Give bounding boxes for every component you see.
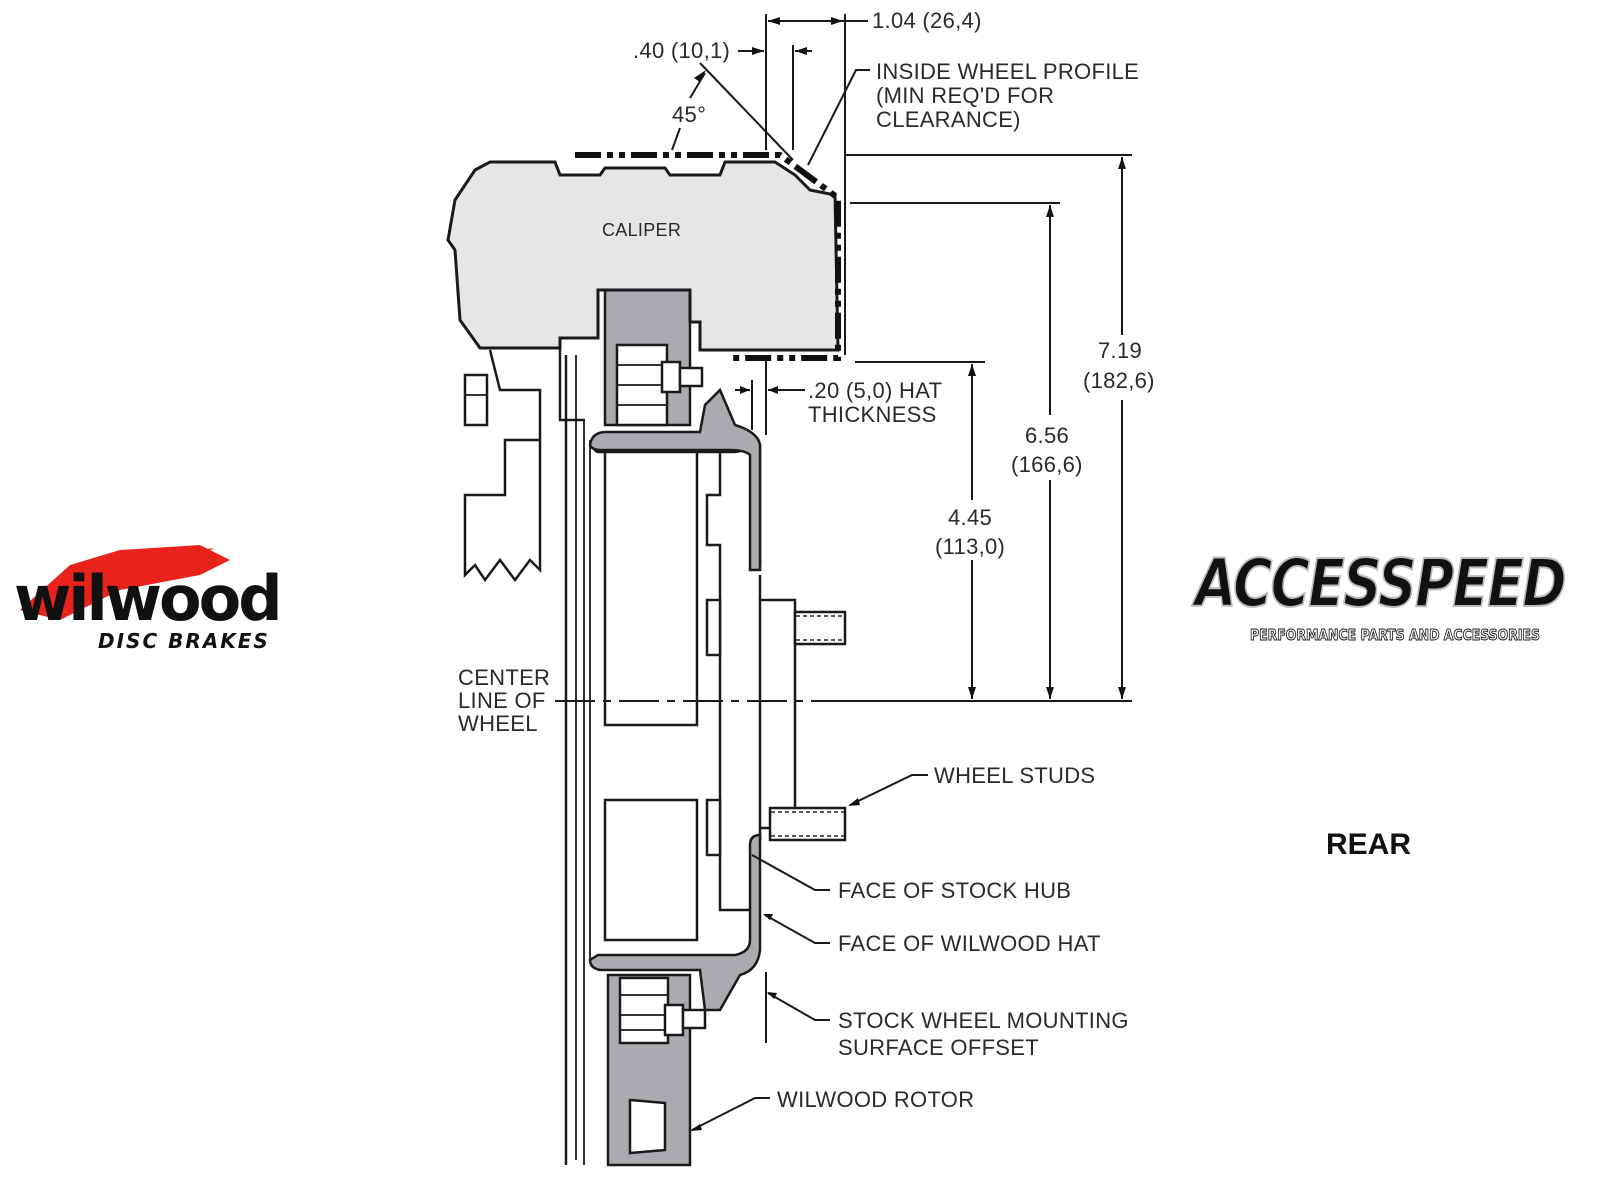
dimension-angle: 45° — [671, 62, 794, 161]
wheel-stud-upper — [793, 610, 847, 646]
svg-text:.40 (10,1): .40 (10,1) — [633, 38, 730, 63]
caliper-label: CALIPER — [602, 220, 681, 240]
dimension-height-2: 6.56 (166,6) — [850, 202, 1083, 699]
center-line-label: CENTER LINE OF WHEEL — [458, 665, 550, 736]
rotor-upper-section — [603, 288, 704, 427]
svg-text:1.04 (26,4): 1.04 (26,4) — [872, 8, 982, 33]
svg-text:STOCK WHEEL MOUNTING: STOCK WHEEL MOUNTING — [838, 1008, 1129, 1033]
svg-text:WHEEL: WHEEL — [458, 711, 538, 736]
svg-text:LINE OF: LINE OF — [458, 688, 546, 713]
accesspeed-tagline: PERFORMANCE PARTS AND ACCESSORIES — [1250, 626, 1540, 644]
dimension-height-3: 4.45 (113,0) — [855, 361, 1005, 699]
svg-text:WHEEL STUDS: WHEEL STUDS — [934, 763, 1095, 788]
svg-text:CLEARANCE): CLEARANCE) — [876, 107, 1021, 132]
svg-text:(182,6): (182,6) — [1083, 368, 1155, 393]
svg-text:45°: 45° — [672, 102, 706, 127]
wilwood-rotor — [606, 973, 707, 1167]
svg-text:THICKNESS: THICKNESS — [808, 402, 937, 427]
dimension-height-1: 7.19 (182,6) — [845, 154, 1155, 702]
svg-text:CENTER: CENTER — [458, 665, 550, 690]
wilwood-tagline: DISC BRAKES — [98, 629, 270, 653]
view-label: REAR — [1326, 828, 1411, 861]
svg-text:SURFACE OFFSET: SURFACE OFFSET — [838, 1035, 1039, 1060]
dimension-width-1: 1.04 (26,4) — [765, 8, 982, 355]
svg-text:FACE OF STOCK HUB: FACE OF STOCK HUB — [838, 878, 1071, 903]
wilwood-wordmark: wilwood — [14, 562, 280, 635]
svg-text:WILWOOD ROTOR: WILWOOD ROTOR — [777, 1087, 974, 1112]
svg-text:INSIDE WHEEL PROFILE: INSIDE WHEEL PROFILE — [876, 59, 1139, 84]
svg-text:7.19: 7.19 — [1098, 338, 1142, 363]
stock-wheel-offset-callout: STOCK WHEEL MOUNTING SURFACE OFFSET — [765, 972, 1129, 1060]
svg-text:6.56: 6.56 — [1025, 423, 1069, 448]
wilwood-logo: wilwood DISC BRAKES — [14, 545, 283, 653]
accesspeed-wordmark: ACCESSPEED — [1191, 545, 1565, 622]
inside-wheel-profile-callout: INSIDE WHEEL PROFILE (MIN REQ'D FOR CLEA… — [807, 59, 1139, 166]
svg-text:FACE OF WILWOOD HAT: FACE OF WILWOOD HAT — [838, 931, 1101, 956]
svg-text:(166,6): (166,6) — [1011, 452, 1083, 477]
wilwood-hat — [588, 387, 762, 1012]
face-wilwood-hat-callout: FACE OF WILWOOD HAT — [763, 914, 1101, 956]
accesspeed-logo: ACCESSPEED PERFORMANCE PARTS AND ACCESSO… — [1190, 544, 1568, 645]
hat-thickness-dimension: .20 (5,0) HAT THICKNESS — [735, 360, 942, 435]
inside-wheel-profile — [575, 152, 841, 361]
svg-text:.20 (5,0) HAT: .20 (5,0) HAT — [808, 378, 942, 403]
stock-hub-flange — [758, 575, 797, 840]
svg-text:4.45: 4.45 — [948, 505, 992, 530]
wilwood-rotor-callout: WILWOOD ROTOR — [690, 1087, 974, 1131]
wheel-stud-lower — [768, 806, 847, 842]
svg-text:(113,0): (113,0) — [935, 534, 1005, 559]
caliper-bracket — [463, 340, 585, 583]
hub-body — [603, 440, 760, 942]
face-stock-hub-callout: FACE OF STOCK HUB — [751, 854, 1071, 903]
svg-text:(MIN REQ'D FOR: (MIN REQ'D FOR — [876, 83, 1054, 108]
rotor-outer-lines — [564, 355, 591, 1165]
wheel-studs-callout: WHEEL STUDS — [848, 763, 1095, 806]
dimension-width-2: .40 (10,1) — [633, 38, 812, 150]
